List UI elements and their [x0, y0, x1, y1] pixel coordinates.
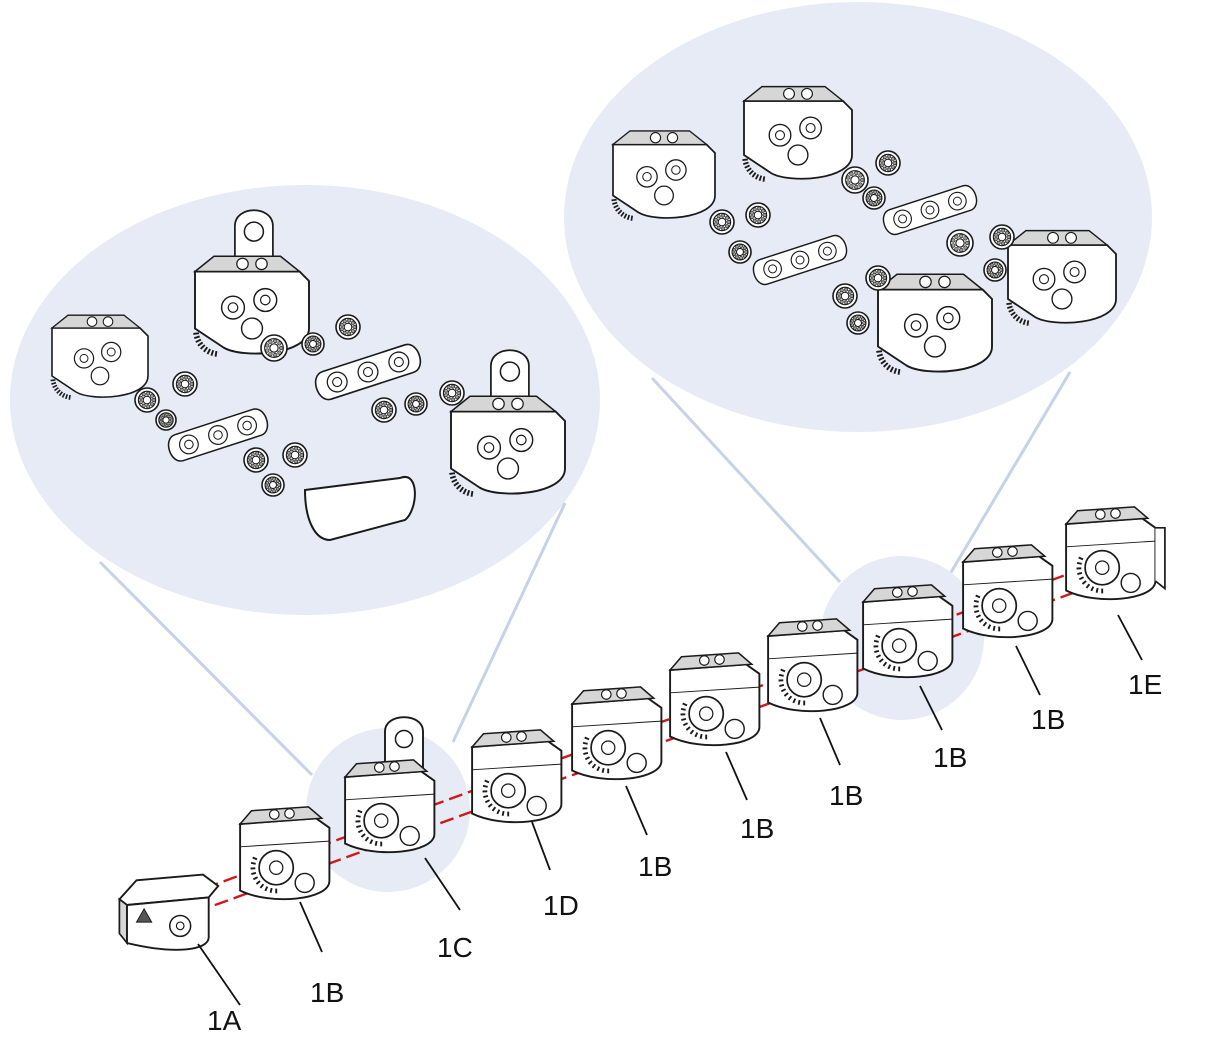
bearing — [260, 334, 288, 362]
projection-line — [98, 560, 314, 777]
bearing — [261, 473, 285, 497]
housing-a — [50, 314, 149, 400]
chain-module-1b — [570, 686, 663, 781]
chain-module-1b — [668, 652, 761, 747]
leader-line — [819, 717, 841, 766]
housing-a — [611, 130, 716, 221]
leader-line — [919, 685, 943, 731]
projection-line — [451, 502, 567, 743]
bearing — [709, 209, 735, 235]
leader-line — [725, 751, 748, 801]
leader-lines — [197, 614, 1143, 1006]
callout-1a: 1A — [207, 1005, 242, 1036]
bearing — [301, 332, 325, 356]
callout-1b-second: 1B — [638, 851, 672, 882]
bearing — [728, 240, 752, 264]
callout-1c: 1C — [437, 932, 473, 963]
housing-b — [192, 209, 310, 357]
bearing — [371, 397, 397, 423]
callout-1b-fourth: 1B — [829, 780, 863, 811]
bearing — [875, 150, 901, 176]
detail-bubble-left — [10, 185, 600, 615]
bearing — [745, 202, 771, 228]
bearing — [865, 265, 891, 291]
exploded-view-1c — [50, 209, 566, 542]
bearing — [989, 224, 1015, 250]
leader-line — [299, 901, 323, 953]
chain-module-1a — [117, 873, 220, 951]
bearing — [335, 314, 361, 340]
callout-1b-sixth: 1B — [1031, 704, 1065, 735]
bearing — [439, 380, 465, 406]
chain-module-1b — [861, 584, 954, 679]
bearing — [134, 387, 160, 413]
callout-labels: 1A 1B 1C 1D 1B 1B 1B 1B 1B 1E — [207, 669, 1162, 1036]
leader-line — [197, 943, 241, 1006]
detail-bubble-right — [564, 2, 1152, 432]
callout-1b-first: 1B — [310, 977, 344, 1008]
side-plate — [882, 184, 978, 236]
bearing — [983, 258, 1007, 282]
leader-line — [1015, 645, 1041, 696]
leader-line — [625, 785, 648, 836]
leader-line — [1117, 614, 1143, 661]
leader-line — [531, 821, 551, 871]
callout-1e: 1E — [1128, 669, 1162, 700]
leader-line — [424, 857, 461, 911]
bearing — [946, 229, 974, 257]
chain-module-1d — [470, 729, 563, 824]
exploded-view-1b — [611, 85, 1117, 375]
bearing — [846, 311, 870, 335]
housing-c — [875, 273, 993, 375]
housing-d — [1005, 229, 1117, 326]
bearing — [841, 166, 869, 194]
callout-1b-third: 1B — [740, 813, 774, 844]
side-plate — [167, 408, 269, 462]
bearing — [172, 371, 198, 397]
bearing — [404, 392, 428, 416]
chain-module-1e — [1064, 506, 1166, 601]
chain-module-1c — [343, 716, 436, 854]
bearing — [155, 409, 177, 431]
chain-module-1b — [766, 618, 859, 713]
callout-1d: 1D — [543, 890, 579, 921]
bearing — [832, 283, 858, 309]
projection-line — [948, 371, 1072, 575]
gear-housing — [448, 349, 566, 497]
bearing-cap — [303, 476, 416, 542]
bearing — [282, 442, 308, 468]
bearing — [862, 186, 886, 210]
detail-bubbles — [10, 2, 1152, 892]
chain-module-1b — [238, 806, 331, 901]
projection-line — [650, 376, 842, 584]
callout-1b-fifth: 1B — [933, 742, 967, 773]
side-plate — [314, 343, 422, 401]
housing-b — [741, 85, 853, 182]
bearing — [243, 447, 269, 473]
chain-module-1b — [961, 544, 1054, 639]
chain-modules — [117, 506, 1166, 951]
side-plate — [752, 234, 848, 286]
